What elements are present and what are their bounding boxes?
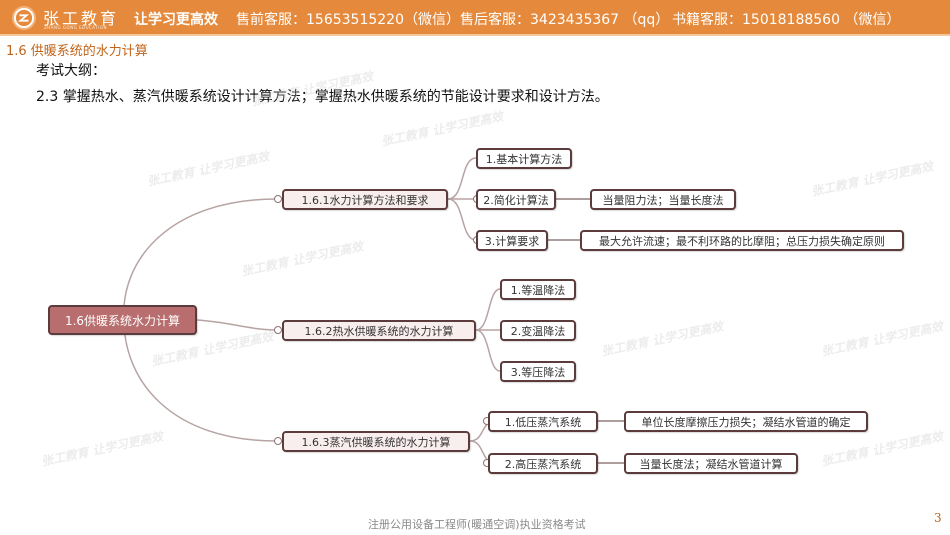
outline-item: 2.3 掌握热水、蒸汽供暖系统设计计算方法；掌握热水供暖系统的节能设计要求和设计… (36, 89, 609, 105)
slogan: 让学习更高效 (134, 12, 218, 28)
mindmap-root[interactable]: 1.6供暖系统水力计算 (48, 305, 197, 335)
header-bar: 张工教育 ZHANG GONG EDUCATION 让学习更高效 售前客服：15… (0, 0, 950, 36)
footer-text: 注册公用设备工程师(暖通空调)执业资格考试 (368, 518, 586, 531)
logo-text: 张工教育 (43, 9, 120, 28)
logo-icon (12, 6, 36, 30)
node-equal-temp-drop[interactable]: 1.等温降法 (500, 279, 576, 300)
aftersales-contact: 售后客服：3423435367 （qq） (460, 12, 670, 28)
detail-high-pressure-steam[interactable]: 当量长度法；凝结水管道计算 (624, 453, 798, 474)
detail-calc-requirements[interactable]: 最大允许流速；最不利环路的比摩阻；总压力损失确定原则 (580, 230, 904, 251)
node-low-pressure-steam[interactable]: 1.低压蒸汽系统 (488, 411, 598, 432)
books-contact: 书籍客服：15018188560 （微信） (672, 12, 901, 28)
detail-low-pressure-steam[interactable]: 单位长度摩擦压力损失；凝结水管道的确定 (624, 411, 868, 432)
outline-label: 考试大纲： (36, 63, 106, 79)
presales-contact: 售前客服：15653515220（微信） (236, 12, 460, 28)
branch-hydraulic-methods[interactable]: 1.6.1水力计算方法和要求 (282, 189, 448, 210)
branch-steam-system[interactable]: 1.6.3蒸汽供暖系统的水力计算 (282, 431, 470, 452)
node-calc-requirements[interactable]: 3.计算要求 (476, 230, 548, 251)
section-title: 1.6 供暖系统的水力计算 (6, 44, 148, 59)
detail-simplified-calc[interactable]: 当量阻力法；当量长度法 (590, 189, 736, 210)
node-high-pressure-steam[interactable]: 2.高压蒸汽系统 (488, 453, 598, 474)
node-equal-pressure-drop[interactable]: 3.等压降法 (500, 361, 576, 382)
node-basic-calc-method[interactable]: 1.基本计算方法 (476, 148, 572, 169)
branch-hot-water-system[interactable]: 1.6.2热水供暖系统的水力计算 (282, 320, 476, 341)
page-number: 3 (934, 511, 942, 525)
logo-subtext: ZHANG GONG EDUCATION (44, 25, 107, 30)
node-simplified-calc[interactable]: 2.简化计算法 (476, 189, 556, 210)
node-variable-temp-drop[interactable]: 2.变温降法 (500, 320, 576, 341)
